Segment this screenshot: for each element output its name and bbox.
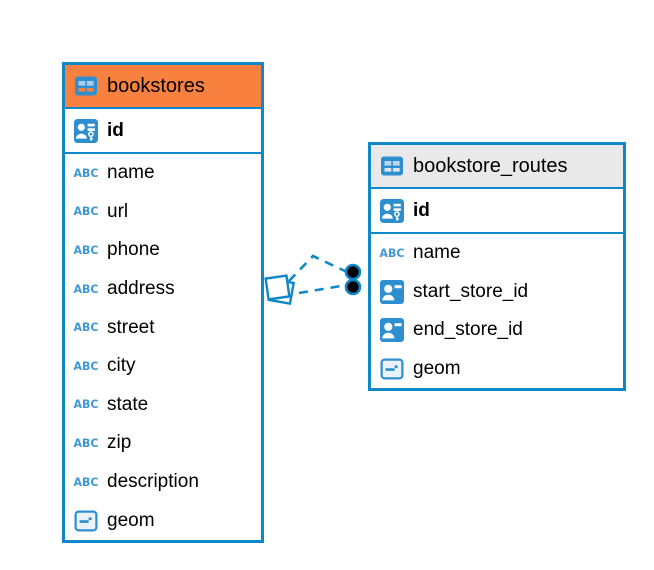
column-name: end_store_id (413, 319, 523, 341)
column-row[interactable]: ABC phone (65, 231, 261, 270)
relationship-diamond-marker[interactable] (264, 274, 296, 306)
text-type-icon: ABC (73, 166, 99, 181)
table-header-bookstore-routes[interactable]: bookstore_routes (371, 145, 623, 189)
column-row[interactable]: ABC street (65, 308, 261, 347)
foreign-key-reference-icon (379, 279, 405, 305)
column-row[interactable]: ABC state (65, 385, 261, 425)
column-name: name (413, 242, 461, 264)
text-type-icon: ABC (73, 359, 99, 374)
foreign-key-reference-icon (379, 317, 405, 343)
table-title: bookstore_routes (413, 154, 568, 177)
primary-key-icon (379, 198, 405, 224)
text-type-icon: ABC (73, 320, 99, 335)
text-type-icon: ABC (73, 243, 99, 258)
column-name: geom (413, 358, 461, 380)
text-type-icon: ABC (73, 436, 99, 451)
column-row[interactable]: ABC zip (65, 424, 261, 463)
column-name: phone (107, 239, 160, 261)
column-row[interactable]: ABC city (65, 346, 261, 386)
column-row[interactable]: start_store_id (371, 272, 623, 312)
text-type-icon: ABC (73, 398, 99, 412)
column-name: street (107, 316, 155, 338)
text-type-icon: ABC (73, 475, 99, 489)
column-name: city (107, 355, 136, 377)
column-row[interactable]: ABC name (65, 154, 261, 193)
column-name: address (107, 278, 175, 300)
column-row[interactable]: end_store_id (371, 311, 623, 350)
table-bookstores[interactable]: bookstores id ABC name A (62, 62, 264, 543)
column-row[interactable]: ABC description (65, 462, 261, 502)
column-name: zip (107, 432, 132, 454)
column-row[interactable]: geom (65, 501, 261, 540)
relationship-line[interactable] (298, 283, 348, 295)
table-bookstore-routes[interactable]: bookstore_routes id ABC name (368, 142, 626, 392)
column-row[interactable]: ABC name (371, 234, 623, 273)
column-name: id (107, 119, 124, 141)
column-name: id (413, 199, 430, 221)
relationship-endpoint-marker[interactable] (344, 263, 362, 296)
column-row-pk[interactable]: id (65, 109, 261, 154)
text-type-icon: ABC (379, 246, 405, 261)
geometry-type-icon (379, 356, 405, 382)
table-icon (379, 153, 405, 179)
column-name: description (107, 471, 199, 493)
column-row[interactable]: ABC address (65, 269, 261, 309)
column-row[interactable]: ABC url (65, 192, 261, 232)
column-name: state (107, 393, 149, 415)
column-name: geom (107, 509, 155, 531)
geometry-type-icon (73, 508, 99, 534)
table-title: bookstores (107, 74, 205, 97)
text-type-icon: ABC (73, 205, 99, 219)
column-name: start_store_id (413, 280, 529, 302)
column-name: url (107, 200, 129, 222)
table-icon (73, 73, 99, 99)
column-row[interactable]: geom (371, 349, 623, 389)
column-name: name (107, 162, 155, 184)
column-row-pk[interactable]: id (371, 189, 623, 234)
primary-key-icon (73, 118, 99, 144)
relationship-line[interactable] (288, 254, 348, 282)
table-header-bookstores[interactable]: bookstores (65, 65, 261, 109)
text-type-icon: ABC (73, 282, 99, 296)
